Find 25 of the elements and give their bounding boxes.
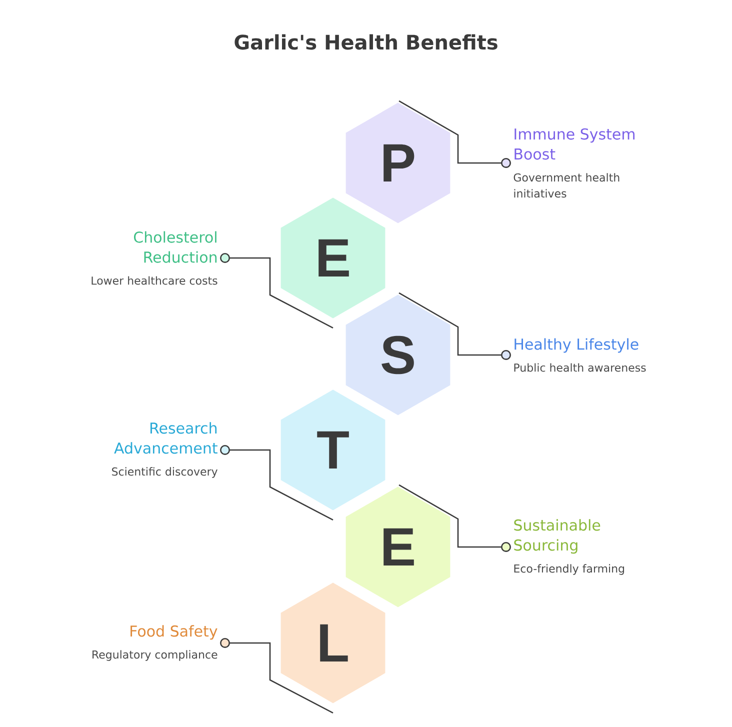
benefit-description: Government health initiatives (514, 173, 620, 198)
leader-line (398, 292, 511, 360)
hexagon-tile: E (278, 194, 388, 322)
benefit-heading: Food Safety (130, 625, 218, 640)
leader-line (220, 638, 334, 714)
benefit-description: Public health awareness (514, 363, 646, 372)
leader-line (220, 444, 334, 521)
hexagon-tile: L (278, 579, 388, 707)
leader-line (398, 100, 511, 168)
benefit-description: Scientific discovery (112, 467, 218, 478)
title: Garlic's Health Benefits (234, 34, 498, 50)
benefit-heading: Sustainable Sourcing (514, 519, 600, 554)
hexagon-tile: T (278, 386, 388, 514)
benefit-heading: Cholesterol Reduction (134, 231, 217, 263)
hexagon-tile: E (342, 483, 454, 611)
benefit-description: Eco-friendly farming (514, 564, 624, 575)
benefit-description: Regulatory compliance (92, 650, 218, 661)
benefit-heading: Research Advancement (114, 422, 218, 454)
hexagon-tile: P (342, 99, 454, 227)
leader-line (220, 252, 334, 329)
benefit-heading: Healthy Lifestyle (514, 338, 638, 353)
leader-line (398, 484, 511, 552)
hexagon-tile: S (342, 291, 454, 419)
benefit-description: Lower healthcare costs (92, 276, 218, 285)
benefit-heading: Immune System Boost (514, 128, 634, 160)
